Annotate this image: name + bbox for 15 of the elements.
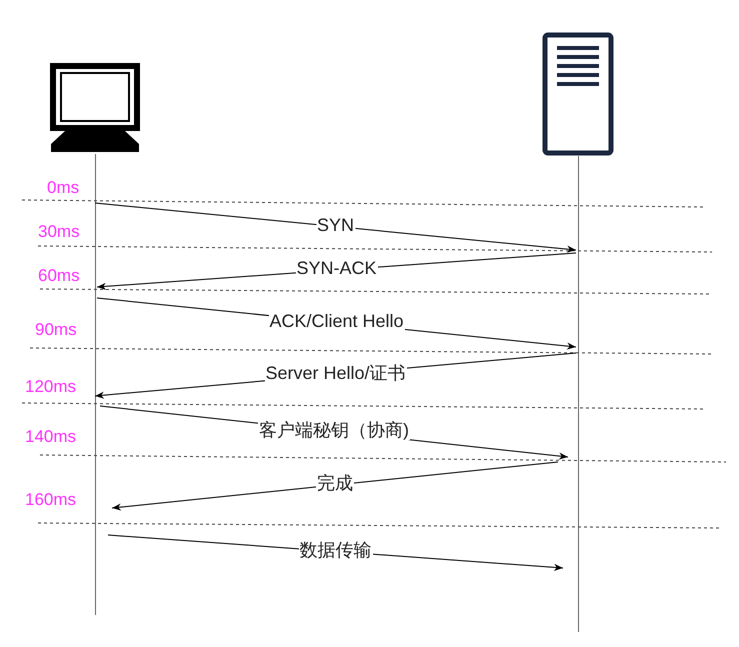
time-label: 60ms [38,266,80,286]
edge-label: Server Hello/证书 [264,362,407,382]
time-label: 120ms [25,377,76,397]
edge-label: 客户端秘钥（协商) [258,420,410,440]
participant-lifeline [540,32,616,632]
time-label: 140ms [25,427,76,447]
message-arrow [94,202,576,253]
time-label: 0ms [47,178,80,198]
time-label: 160ms [25,490,76,510]
edge-label: 完成 [316,473,354,493]
edge-label: ACK/Client Hello [268,310,405,330]
time-label: 90ms [35,320,77,340]
time-label: 30ms [38,222,80,242]
message-arrow [112,462,558,511]
edge-label: 数据传输 [298,540,372,560]
